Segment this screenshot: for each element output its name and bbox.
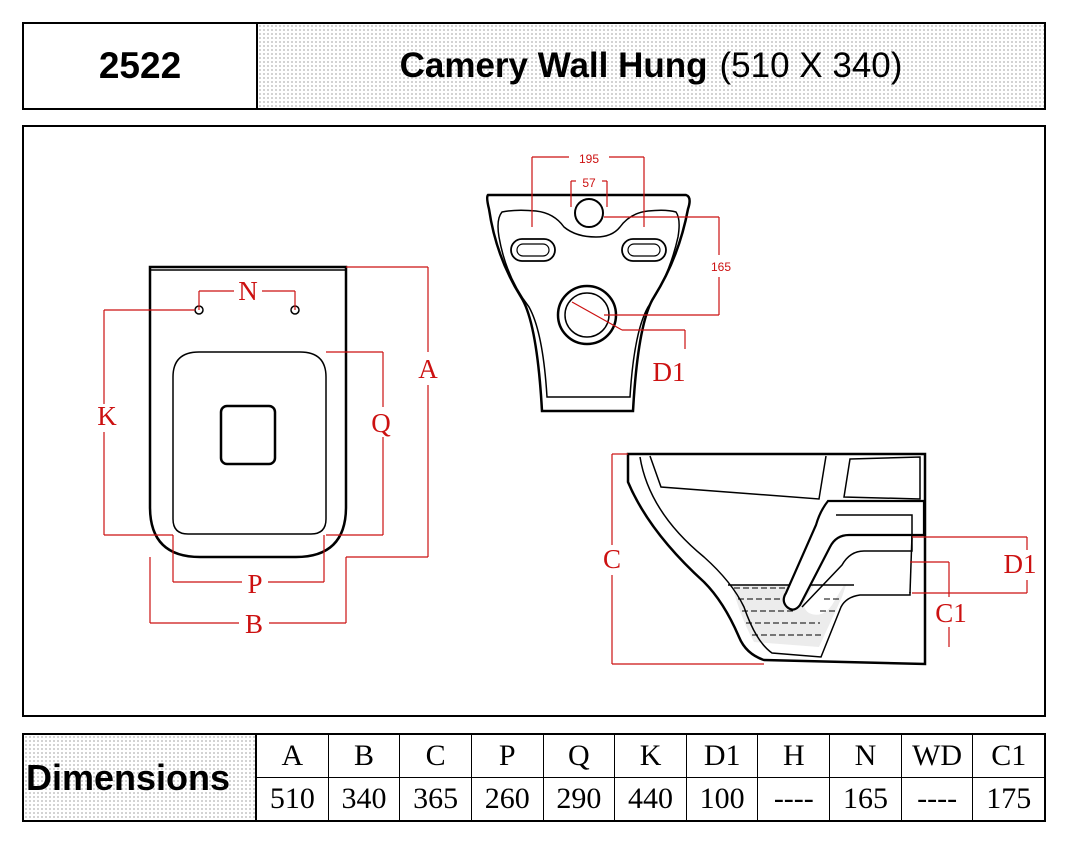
dim-column-k: K 440 xyxy=(614,735,686,820)
side-water-lines xyxy=(734,587,842,636)
dim-value: 440 xyxy=(628,782,674,815)
dim-column-c1: C1 175 xyxy=(972,735,1045,820)
dim-value: ---- xyxy=(773,782,814,815)
dim-value: 175 xyxy=(986,782,1032,815)
dim-header: A xyxy=(257,735,328,778)
label-c: C xyxy=(603,544,621,574)
front-outlet-square xyxy=(219,404,277,466)
product-size: (510 X 340) xyxy=(719,46,903,85)
label-b: B xyxy=(245,609,263,639)
dim-value: 365 xyxy=(413,782,459,815)
dim-header: N xyxy=(830,735,901,778)
model-code: 2522 xyxy=(24,24,258,108)
dim-column-b: B 340 xyxy=(327,735,400,820)
dim-header: C xyxy=(400,735,471,778)
side-trap-inner xyxy=(801,514,913,608)
side-rim-top xyxy=(649,455,827,500)
dim-column-p: P 260 xyxy=(470,735,543,820)
rear-view: 195 57 165 D1 xyxy=(485,152,731,413)
front-view: N K Q A P B xyxy=(97,265,438,639)
label-57: 57 xyxy=(582,176,596,190)
side-inner-bowl xyxy=(639,456,911,658)
dim-header: K xyxy=(615,735,686,778)
dim-header: Q xyxy=(543,735,615,778)
dim-column-c: C 365 xyxy=(399,735,471,820)
dim-value: 165 xyxy=(842,782,888,815)
rear-slot-left xyxy=(510,238,556,262)
dim-header: P xyxy=(471,735,543,778)
dim-column-q: Q 290 xyxy=(542,735,615,820)
label-q: Q xyxy=(371,408,391,438)
rear-slot-right xyxy=(621,238,667,262)
dim-column-wd: WD ---- xyxy=(900,735,973,820)
dim-header: B xyxy=(328,735,400,778)
rear-top-hole xyxy=(574,198,604,228)
label-p: P xyxy=(247,569,262,599)
dim-header: D1 xyxy=(686,735,758,778)
label-d1-rear: D1 xyxy=(653,357,686,387)
dim-header: C1 xyxy=(973,735,1045,778)
dimensions-columns: A 510 B 340 C 365 P 260 Q 290 K 440 D1 1… xyxy=(257,735,1045,820)
dim-value: 340 xyxy=(341,782,387,815)
dim-column-h: H ---- xyxy=(757,735,830,820)
side-outer-outline xyxy=(626,452,927,666)
side-rim-right xyxy=(843,456,921,500)
dim-header: H xyxy=(758,735,830,778)
dim-header: WD xyxy=(901,735,973,778)
product-title: Camery Wall Hung (510 X 340) xyxy=(258,24,1044,108)
front-dimension-lines xyxy=(103,266,429,624)
dim-column-a: A 510 xyxy=(257,735,328,820)
label-n: N xyxy=(238,276,258,306)
dim-column-n: N 165 xyxy=(829,735,901,820)
front-bowl-outline xyxy=(148,265,348,559)
technical-drawing: N K Q A P B xyxy=(22,125,1046,717)
label-d1-side: D1 xyxy=(1004,549,1037,579)
dim-value: ---- xyxy=(917,782,958,815)
dim-column-d1: D1 100 xyxy=(685,735,758,820)
label-165: 165 xyxy=(711,260,731,274)
rear-outer-outline xyxy=(485,193,691,413)
side-outlet-pipe xyxy=(909,534,913,594)
dim-value: 510 xyxy=(269,782,315,815)
rear-outlet-inner xyxy=(564,292,610,338)
label-195: 195 xyxy=(579,152,599,166)
label-c1: C1 xyxy=(935,598,967,628)
rear-slot-right-inner xyxy=(627,243,661,257)
drawing-canvas: N K Q A P B xyxy=(97,152,1037,666)
side-water xyxy=(732,585,846,647)
title-bar: 2522 Camery Wall Hung (510 X 340) xyxy=(22,22,1046,110)
side-dimension-lines xyxy=(611,453,1028,665)
label-k: K xyxy=(97,401,117,431)
dim-value: 290 xyxy=(556,782,602,815)
dimensions-caption: Dimensions xyxy=(24,735,257,820)
rear-slot-left-inner xyxy=(516,243,550,257)
dim-value: 260 xyxy=(484,782,530,815)
side-trap-outer xyxy=(782,499,926,611)
rear-dimension-lines xyxy=(531,156,720,349)
product-name: Camery Wall Hung xyxy=(399,46,708,85)
dimensions-table: Dimensions A 510 B 340 C 365 P 260 Q 290… xyxy=(22,733,1046,822)
label-a: A xyxy=(418,354,438,384)
front-rim-inner xyxy=(172,351,327,535)
dim-value: 100 xyxy=(699,782,745,815)
side-view: C D1 C1 xyxy=(603,452,1037,666)
